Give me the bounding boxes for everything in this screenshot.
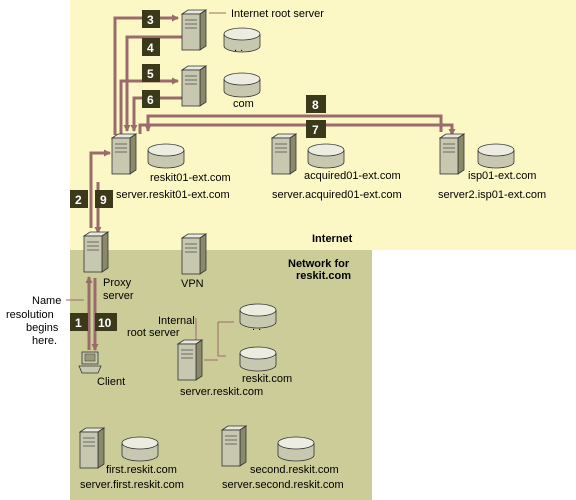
acquired-ext-server-label: server.acquired01-ext.com [272, 189, 402, 201]
second-server-label: server.second.reskit.com [222, 479, 344, 491]
step-10-number: 10 [98, 316, 112, 330]
acquired-ext-server-icon [271, 133, 297, 175]
note-line-3: begins [26, 322, 59, 334]
step-4-number: 4 [147, 41, 154, 55]
arrow-step-7 [138, 123, 456, 136]
proxy-server-icon [83, 231, 109, 273]
internet-root-server-icon [181, 9, 207, 51]
com-zone-database-icon [223, 72, 261, 98]
step-6-box [142, 90, 160, 108]
reskit-zone-label: reskit.com [242, 373, 292, 385]
acquired-ext-zone-database-icon [307, 143, 345, 169]
step-2-number: 2 [75, 193, 82, 207]
second-zone-database-icon [277, 436, 315, 462]
step-4-box [142, 38, 160, 56]
step-1-number: 1 [75, 316, 82, 330]
reskit-ext-server-label: server.reskit01-ext.com [116, 189, 230, 201]
private-network-region [70, 250, 372, 500]
step-10-box [95, 313, 117, 331]
second-server-icon [221, 425, 247, 467]
arrow-step-2 [89, 149, 111, 228]
reskit-ext-server-icon [111, 133, 137, 175]
step-8-box [306, 95, 326, 113]
reskit-ext-zone-label: reskit01-ext.com [150, 172, 231, 184]
first-server-label: server.first.reskit.com [80, 479, 184, 491]
internet-root-server-label: Internet root server [231, 8, 324, 20]
step-2-box [70, 190, 88, 208]
step-5-number: 5 [147, 67, 154, 81]
isp-ext-zone-label: isp01-ext.com [468, 170, 536, 182]
step-markers: 3 4 5 6 8 7 2 9 1 10 [70, 10, 326, 331]
first-server-icon [79, 427, 105, 469]
note-line-4: here. [32, 335, 57, 347]
client-label: Client [97, 376, 125, 388]
internal-root-zone-label: . . [252, 321, 261, 333]
step-3-box [142, 10, 160, 28]
first-zone-label: first.reskit.com [106, 464, 177, 476]
isp-ext-zone-database-icon [477, 143, 515, 169]
reskit-zone-database-icon [239, 346, 277, 372]
second-zone-label: second.reskit.com [250, 464, 339, 476]
internal-root-server-icon [177, 339, 203, 381]
private-network-label-line1: Network for [288, 258, 350, 270]
step-3-number: 3 [147, 13, 154, 27]
arrow-step-6 [130, 96, 182, 132]
name-resolution-note: Name resolution begins here. [6, 295, 61, 347]
isp-ext-server-label: server2.isp01-ext.com [438, 189, 546, 201]
com-zone-label: com [233, 98, 254, 110]
client-computer-icon [78, 351, 102, 374]
vpn-server-icon [181, 233, 207, 275]
com-server-icon [181, 65, 207, 107]
proxy-label-line2: server [103, 290, 134, 302]
internal-root-server-label: server.reskit.com [180, 386, 263, 398]
acquired-ext-zone-label: acquired01-ext.com [304, 170, 401, 182]
private-network-label-line2: reskit.com [296, 270, 351, 282]
step-7-number: 7 [312, 123, 319, 137]
reskit-ext-zone-database-icon [147, 143, 185, 169]
step-8-number: 8 [312, 98, 319, 112]
isp-ext-server-icon [439, 133, 465, 175]
arrow-step-4 [123, 35, 182, 132]
note-line-2: resolution [6, 309, 54, 321]
step-7-box [306, 120, 326, 138]
step-6-number: 6 [147, 93, 154, 107]
step-1-box [70, 313, 88, 331]
step-5-box [142, 64, 160, 82]
internal-root-label-line1: Internal [158, 315, 195, 327]
step-9-number: 9 [100, 193, 107, 207]
proxy-label-line1: Proxy [103, 277, 132, 289]
internet-label: Internet [312, 233, 353, 245]
internal-root-label-line2: root server [127, 327, 180, 339]
first-zone-database-icon [121, 436, 159, 462]
note-line-1: Name [32, 295, 61, 307]
internet-root-zone-label: . . [234, 42, 243, 54]
step-9-box [95, 190, 113, 208]
vpn-label: VPN [181, 278, 204, 290]
